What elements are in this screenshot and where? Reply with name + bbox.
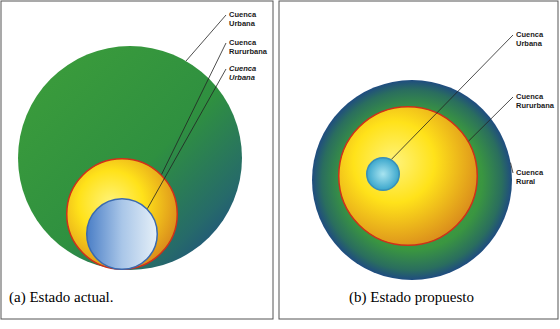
- panel-caption: (b) Estado propuesto: [346, 287, 477, 307]
- circle-shape: [86, 198, 158, 270]
- urban-basin-circle: Cuenca Urbana: [366, 157, 400, 191]
- circle-shape: [366, 157, 400, 191]
- leader-line: [147, 69, 226, 209]
- circle-fill: [18, 46, 242, 270]
- callout-label: Cuenca Rururbana: [516, 92, 558, 110]
- callout-label: Cuenca Urbana: [229, 10, 271, 28]
- circle-fill: [67, 159, 178, 270]
- rural-basin-circle: Cuenca RuralCuenca RururbanaCuenca Urban…: [312, 80, 512, 280]
- circle-fill: [339, 107, 478, 246]
- leader-line: [162, 43, 226, 174]
- circle-fill: [87, 199, 158, 270]
- leader-line: [392, 35, 514, 159]
- urban-basin-circle: Cuenca Urbana: [86, 198, 158, 270]
- periurban-basin-circle: Cuenca RururbanaCuenca Urbana: [338, 106, 478, 246]
- leader-line: [469, 97, 513, 141]
- outer-basin-circle: Cuenca UrbanaCuenca RururbanaCuenca Urba…: [18, 46, 242, 270]
- periurban-basin-circle: Cuenca RururbanaCuenca Urbana: [66, 158, 178, 270]
- circle-fill: [312, 80, 512, 280]
- callout-label: Cuenca Rururbana: [229, 38, 271, 56]
- circle-shape: [338, 106, 478, 246]
- panel-frame: [279, 1, 558, 319]
- panel-caption: (a) Estado actual.: [6, 287, 117, 307]
- leader-line: [510, 163, 513, 173]
- callout-label: Cuenca Urbana: [229, 64, 271, 82]
- callout-label: Cuenca Urbana: [516, 30, 558, 48]
- callout-label: Cuenca Rural: [516, 168, 558, 186]
- circle-fill: [367, 158, 400, 191]
- leader-line: [186, 15, 226, 61]
- panel-frame: [1, 1, 273, 319]
